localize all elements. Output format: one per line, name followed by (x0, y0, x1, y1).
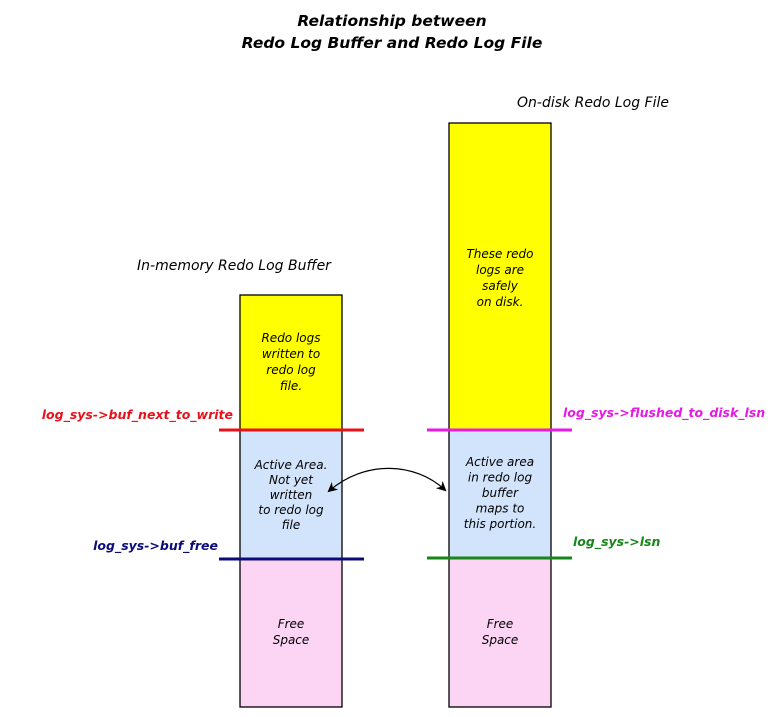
text-line: file (282, 518, 300, 532)
buf-next-to-write-label: log_sys->buf_next_to_write (42, 407, 233, 423)
text-line: to redo log (258, 503, 324, 517)
text-line: logs are (476, 263, 524, 277)
file-outline (448, 122, 552, 708)
text-line: safely (482, 279, 519, 293)
redo-log-buffer-column (239, 294, 343, 708)
diagram-title-line-2: Redo Log Buffer and Redo Log File (242, 34, 543, 52)
flushed-to-disk-lsn-label: log_sys->flushed_to_disk_lsn (563, 405, 765, 421)
lsn-label: log_sys->lsn (573, 534, 660, 550)
text-line: file. (280, 379, 302, 393)
diagram-title-line-1: Relationship between (297, 12, 486, 30)
text-line: written (270, 488, 312, 502)
mapping-arrow (327, 467, 447, 493)
text-line: Space (482, 633, 519, 647)
redo-log-file-column (448, 122, 552, 708)
text-line: this portion. (464, 517, 536, 531)
file-safe-region (449, 123, 551, 430)
file-safe-text: These redo logs are safely on disk. (466, 247, 533, 309)
text-line: Free (278, 617, 305, 631)
buf-free-label: log_sys->buf_free (93, 538, 218, 554)
file-active-region (449, 430, 551, 558)
buffer-active-region (240, 430, 342, 559)
text-line: buffer (482, 486, 519, 500)
text-line: Free (487, 617, 514, 631)
text-line: maps to (476, 502, 525, 516)
text-line: Redo logs (261, 331, 320, 345)
text-line: These redo (466, 247, 533, 261)
file-free-region (449, 558, 551, 707)
text-line: Space (273, 633, 310, 647)
text-line: Not yet (269, 473, 314, 487)
text-line: redo log (266, 363, 316, 377)
buffer-written-text: Redo logs written to redo log file. (261, 331, 320, 393)
buffer-outline (239, 294, 343, 708)
buffer-caption: In-memory Redo Log Buffer (137, 258, 332, 274)
text-line: on disk. (477, 295, 524, 309)
file-caption: On-disk Redo Log File (517, 95, 669, 111)
buffer-free-region (240, 559, 342, 707)
text-line: written to (262, 347, 320, 361)
text-line: in redo log (468, 471, 533, 485)
buffer-written-region (240, 295, 342, 430)
text-line: Active area (465, 455, 534, 469)
text-line: Active Area. (254, 458, 328, 472)
